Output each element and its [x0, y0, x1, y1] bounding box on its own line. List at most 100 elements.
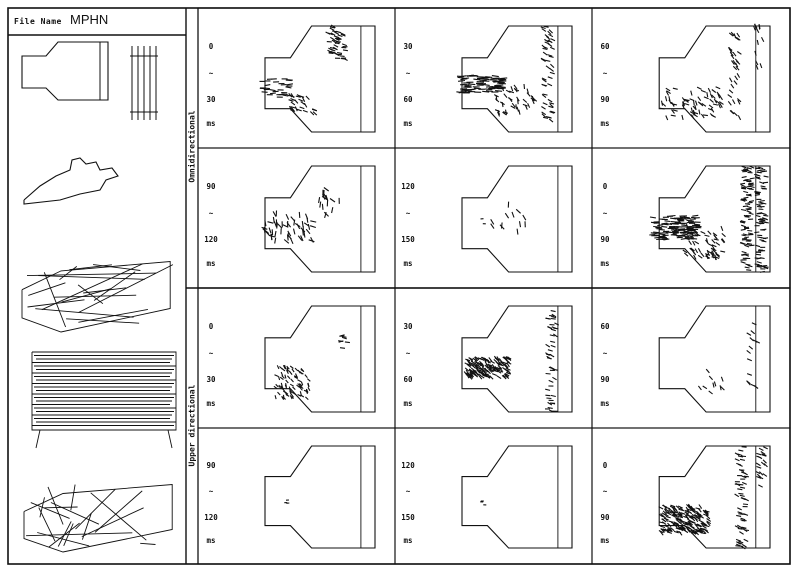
reflection-mark [686, 221, 693, 224]
reflection-mark [319, 201, 322, 208]
reflection-mark [711, 239, 716, 244]
reflection-mark [550, 317, 556, 320]
reflection-mark [458, 79, 466, 82]
reflection-mark [503, 93, 508, 98]
range-separator: ~ [405, 486, 411, 496]
reflection-mark [655, 226, 662, 229]
reflection-mark [291, 368, 295, 373]
reflection-mark [700, 113, 705, 119]
reflection-mark [300, 394, 305, 398]
reflection-mark [510, 105, 516, 109]
reflection-mark [547, 349, 553, 352]
reflection-mark [263, 87, 270, 90]
reflection-mark [688, 226, 695, 229]
reflection-mark [545, 388, 551, 391]
reflection-mark [755, 253, 761, 256]
reflection-mark [676, 519, 681, 524]
hall-outline [658, 305, 771, 413]
reflection-mark [719, 385, 722, 391]
reflection-mark [522, 214, 527, 221]
reflection-mark [740, 261, 746, 264]
reflection-mark [676, 511, 681, 516]
reflection-mark [677, 235, 684, 238]
reflection-mark [694, 223, 701, 226]
reflection-mark [497, 111, 501, 117]
reflection-mark [522, 103, 528, 107]
reflection-mark [661, 102, 667, 107]
reflection-mark [682, 100, 686, 106]
wire-edge [38, 507, 56, 542]
reflection-mark [474, 358, 478, 364]
reflection-mark [340, 32, 346, 36]
reflection-mark [516, 228, 519, 235]
reflection-mark [675, 505, 681, 510]
reflection-mark [549, 111, 555, 114]
wire-edge [35, 429, 41, 449]
reflection-mark [292, 386, 296, 390]
reflection-mark [490, 219, 495, 225]
reflection-mark [692, 100, 695, 106]
reflection-mark [683, 231, 689, 234]
reflection-mark [541, 111, 547, 116]
reflection-mark [493, 355, 498, 361]
range-from: 0 [602, 182, 608, 192]
reflection-mark [548, 33, 554, 38]
wire-edge [75, 488, 116, 530]
reflection-mark [333, 35, 339, 39]
reflection-mark [741, 224, 747, 228]
reflection-mark [502, 356, 508, 361]
reflection-mark [297, 394, 302, 397]
reflection-mark [690, 247, 695, 252]
reflection-mark [542, 51, 548, 56]
hall-outline [264, 25, 376, 133]
reflection-mark [547, 54, 553, 57]
panel-3-1 [461, 445, 573, 549]
reflection-mark [279, 376, 284, 381]
wire-edge [81, 507, 144, 538]
view-perspective-2 [31, 351, 177, 449]
reflection-mark [737, 527, 743, 530]
reflection-mark [491, 373, 498, 377]
reflection-mark [540, 26, 546, 30]
reflection-mark [719, 95, 723, 101]
reflection-mark [694, 523, 700, 527]
reflection-mark [692, 240, 696, 246]
reflection-mark [703, 510, 708, 515]
reflection-mark [544, 41, 550, 45]
reflection-mark [660, 528, 665, 533]
reflection-mark [755, 244, 761, 248]
wire-edge [41, 263, 143, 311]
reflection-mark [469, 357, 474, 362]
reflection-mark [543, 25, 549, 28]
reflection-mark [312, 111, 318, 116]
reflection-mark [526, 92, 531, 97]
reflection-mark [459, 91, 467, 94]
reflection-mark [548, 29, 553, 34]
reflection-mark [549, 71, 555, 75]
reflection-mark [329, 198, 336, 203]
reflection-mark [545, 343, 551, 348]
reflection-mark [759, 257, 765, 260]
reflection-mark [493, 80, 501, 83]
reflection-mark [665, 90, 670, 96]
range-from: 30 [403, 42, 413, 52]
reflection-mark [498, 358, 503, 363]
reflection-mark [474, 356, 480, 361]
reflection-mark [328, 52, 334, 55]
reflection-mark [662, 504, 667, 509]
range-unit: ms [206, 259, 216, 269]
reflection-mark [734, 458, 740, 462]
reflection-mark [708, 390, 713, 395]
reflection-mark [741, 475, 747, 479]
reflection-mark [479, 360, 484, 366]
reflection-mark [513, 84, 518, 90]
wire-edge [53, 294, 137, 298]
simulation-panels [197, 7, 791, 565]
reflection-mark [681, 97, 686, 102]
reflection-mark [473, 373, 478, 378]
category-label-upper: Upper directional [187, 384, 197, 467]
reflection-mark [686, 504, 691, 509]
reflection-mark [728, 47, 732, 53]
reflection-mark [542, 47, 548, 51]
reflection-mark [691, 514, 697, 518]
